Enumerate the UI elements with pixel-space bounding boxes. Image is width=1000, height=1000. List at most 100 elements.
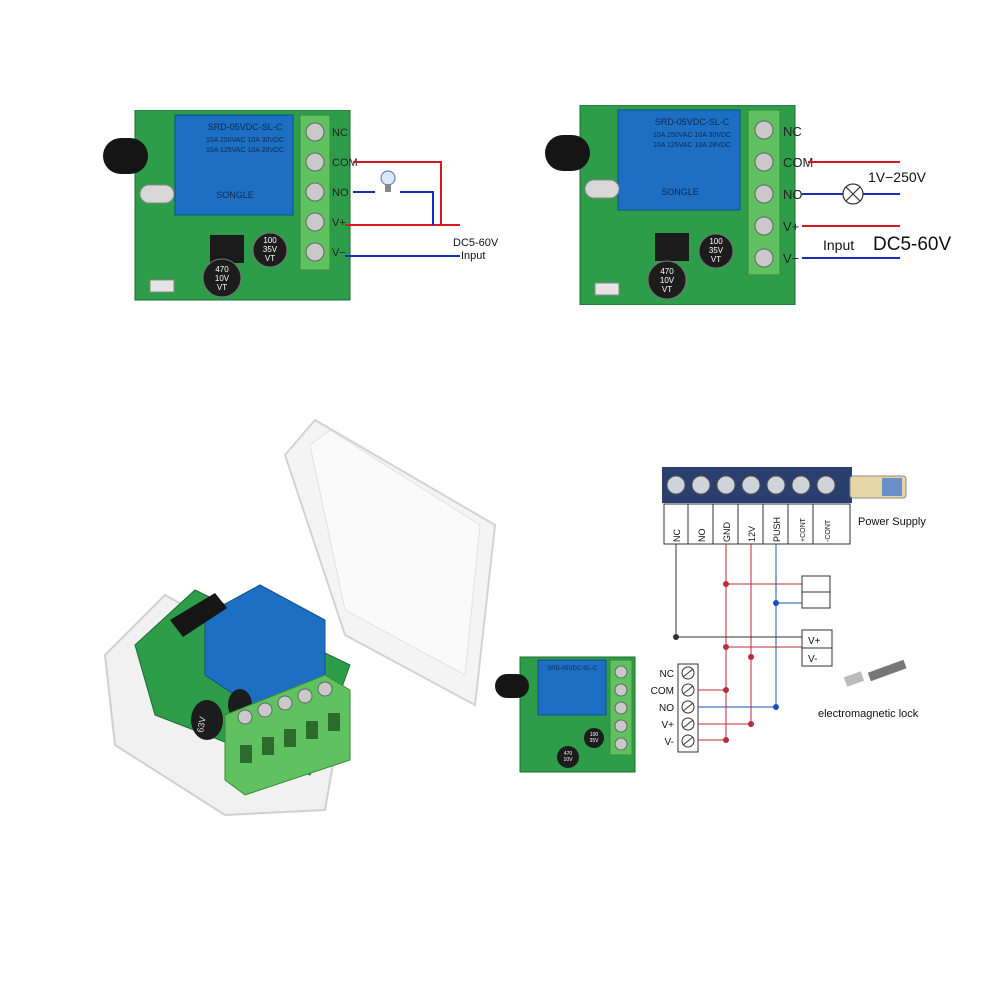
cap-large-line2: 10V (660, 276, 675, 285)
board-vminus-label: V- (665, 737, 674, 748)
controller-label-strip (663, 503, 851, 545)
relay-model-text: SRD-05VDC-SL-C (208, 122, 283, 132)
cap-small-line2: 35V (590, 738, 600, 744)
relay-rating-1: 10A 250VAC 10A 30VDC (206, 137, 284, 144)
cap-large-line1: 470 (564, 751, 573, 757)
panel-access-control-wiring: NC NO GND 12V PUSH +CONT -CONT Power Sup… (490, 462, 960, 782)
antenna-icon (170, 593, 227, 637)
junction-dot-blue (773, 600, 779, 606)
access-control-diagram: NC NO GND 12V PUSH +CONT -CONT Power Sup… (495, 467, 926, 773)
capacitor-small-icon (584, 728, 604, 748)
cap-small-line2: 35V (263, 245, 278, 254)
crystal-icon (584, 179, 620, 199)
junction-dots (723, 581, 754, 660)
controller-screws (666, 475, 836, 495)
antenna-icon (495, 674, 529, 698)
electromagnetic-lock-icon (843, 659, 907, 687)
terminal-screws (237, 681, 333, 725)
cap-large-line3: VT (217, 283, 227, 292)
cap-small-line3: VT (711, 255, 721, 264)
relay-block (537, 659, 607, 716)
wires-blue (345, 191, 460, 257)
chip-icon (210, 235, 244, 263)
controller-pcont-label: +CONT (800, 517, 807, 542)
panel-wiring-lamp: SRD-05VDC-SL-C 10A 250VAC 10A 30VDC 10A … (95, 109, 535, 310)
cap-small-line2: 35V (709, 246, 724, 255)
capacitor-small-icon (698, 233, 734, 269)
terminal-screws (754, 120, 774, 268)
cap-large-line2: 10V (564, 757, 574, 763)
case-lid-inner (309, 429, 481, 676)
cap-small-line3: VT (265, 254, 275, 263)
board-junction-dots (723, 687, 779, 743)
load-voltage-label: 1V−250V (868, 169, 927, 185)
capacitor-large-icon (202, 258, 242, 298)
controller-nc-label: NC (672, 529, 682, 542)
relay-rating-2: 10A 125VAC 10A 28VDC (653, 142, 731, 149)
pushbutton-icon (594, 282, 620, 296)
terminal-com-label: COM (783, 155, 813, 170)
board-com-label: COM (651, 686, 674, 697)
crystal-icon (139, 184, 175, 204)
board-vplus-label: V+ (661, 720, 674, 731)
terminal-nc-label: NC (332, 127, 348, 139)
relay-rating-1: 10A 250VAC 10A 30VDC (653, 132, 731, 139)
cap-large-line1: 470 (660, 267, 674, 276)
supply-voltage-label: DC5-60V (873, 234, 951, 255)
power-supply-label: Power Supply (858, 516, 926, 528)
terminal-com-label: COM (332, 157, 358, 169)
lock-vplus-label: V+ (808, 636, 821, 647)
input-label: Input (461, 250, 485, 262)
terminal-vplus-label: V+ (332, 217, 346, 229)
relay-model-text: SRD-05VDC-SL-C (655, 117, 730, 127)
cap-voltage-label: 63V (195, 716, 208, 734)
input-label: Input (823, 237, 854, 253)
cap-large-line2: 10V (215, 274, 230, 283)
terminal-screws (305, 122, 325, 262)
controller-gnd-label: GND (722, 522, 732, 543)
relay-brand-text: SONGLE (216, 190, 254, 200)
cap-large-line1: 470 (215, 265, 229, 274)
terminal-nc-label: NC (783, 124, 802, 139)
cap-small-line1: 100 (263, 236, 277, 245)
lock-vminus-label: V- (808, 654, 817, 665)
cap-large-line3: VT (662, 285, 672, 294)
capacitor-large-icon (191, 700, 223, 740)
relay-block (617, 109, 741, 211)
wires-blue (802, 193, 900, 259)
terminal-no-label: NO (332, 187, 349, 199)
controller-label-dividers (687, 504, 814, 544)
terminal-vminus-label: V− (783, 251, 799, 266)
board-no-label: NO (659, 703, 674, 714)
electromagnetic-lock-label: electromagnetic lock (818, 708, 919, 720)
controller-ncont-label: -CONT (825, 519, 832, 542)
relay-rating-2: 10A 125VAC 10A 28VDC (206, 147, 284, 154)
wires-red (802, 161, 900, 227)
chip-icon (655, 233, 689, 261)
antenna-icon (103, 138, 148, 174)
cap-small-line1: 100 (590, 732, 599, 738)
supply-voltage-label: DC5-60V (453, 237, 499, 249)
wires-red (345, 161, 460, 226)
terminal-no-label: NO (783, 187, 803, 202)
controller-wires (675, 544, 777, 740)
relay-block (174, 114, 294, 216)
controller-12v-label: 12V (747, 526, 757, 542)
capacitor-large-icon (647, 260, 687, 300)
board-terminal-screws (614, 665, 628, 751)
wiring-diagram-load: SRD-05VDC-SL-C 10A 250VAC 10A 30VDC 10A … (545, 104, 951, 306)
terminal-sockets (240, 713, 340, 763)
relay-brand-text: SONGLE (661, 187, 699, 197)
lightbulb-icon (380, 170, 396, 192)
terminal-vplus-label: V+ (783, 219, 799, 234)
cap-small-line1: 100 (709, 237, 723, 246)
pushbutton-icon (149, 279, 175, 293)
screw-terminal-icons (681, 666, 695, 748)
controller-no-label: NO (697, 529, 707, 543)
product-photo-illustration: 63V (103, 418, 497, 817)
wiring-diagram-lamp: SRD-05VDC-SL-C 10A 250VAC 10A 30VDC 10A … (103, 109, 499, 301)
lamp-icon (842, 183, 864, 205)
board-wires (698, 689, 776, 741)
capacitor-large-icon (557, 746, 579, 768)
panel-wiring-load: SRD-05VDC-SL-C 10A 250VAC 10A 30VDC 10A … (540, 104, 980, 306)
